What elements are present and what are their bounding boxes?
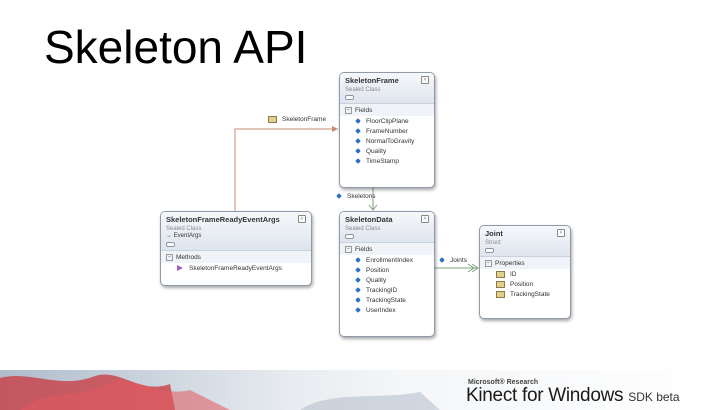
- field-icon: [355, 158, 361, 164]
- slide-title: Skeleton API: [44, 21, 308, 73]
- minus-icon[interactable]: −: [166, 254, 173, 261]
- field-icon: [355, 297, 361, 303]
- properties-section[interactable]: −Properties: [480, 256, 570, 270]
- methods-section[interactable]: −Methods: [161, 250, 311, 264]
- brand-logo: Kinect for Windows SDK beta: [466, 385, 680, 406]
- class-kind: Sealed Class: [166, 226, 202, 232]
- collapse-icon[interactable]: ˄: [421, 76, 429, 84]
- expander-icon[interactable]: [485, 248, 494, 253]
- field-icon: [355, 138, 361, 144]
- class-box-skeletonframereadyeventargs[interactable]: SkeletonFrameReadyEventArgs Sealed Class…: [160, 211, 312, 286]
- field-item: TrackingID: [340, 285, 434, 295]
- field-icon: [355, 128, 361, 134]
- brand-small-text: Microsoft® Research: [468, 379, 539, 386]
- connector-label-skeletons: Skeletons: [336, 193, 376, 200]
- property-item: Position: [480, 279, 570, 289]
- collapse-icon[interactable]: ˄: [298, 215, 306, 223]
- class-box-skeletondata[interactable]: SkeletonData Sealed Class ˄ −Fields Enro…: [339, 211, 435, 337]
- class-header: SkeletonData Sealed Class ˄: [340, 212, 434, 242]
- class-header: SkeletonFrameReadyEventArgs Sealed Class…: [161, 212, 311, 250]
- class-name: SkeletonFrame: [345, 76, 399, 85]
- property-icon: [496, 291, 505, 299]
- method-icon: [177, 265, 183, 271]
- field-icon: [355, 118, 361, 124]
- field-icon: [439, 257, 445, 264]
- field-item: UserIndex: [340, 305, 434, 315]
- method-item: SkeletonFrameReadyEventArgs: [161, 263, 311, 273]
- fields-section[interactable]: −Fields: [340, 103, 434, 117]
- skeletonframe-association-line: [234, 128, 338, 211]
- class-kind: Sealed Class: [345, 87, 381, 93]
- expander-icon[interactable]: [345, 95, 354, 100]
- field-item: FrameNumber: [340, 126, 434, 136]
- skeletonframe-arrowhead: [332, 126, 338, 132]
- property-item: ID: [480, 269, 570, 279]
- property-icon: [496, 270, 505, 278]
- field-item: Quality: [340, 146, 434, 156]
- field-icon: [355, 267, 361, 273]
- property-item: TrackingState: [480, 290, 570, 300]
- base-class: → EventArgs: [166, 233, 202, 239]
- class-header: SkeletonFrame Sealed Class ˄: [340, 73, 434, 103]
- class-name: SkeletonData: [345, 215, 393, 224]
- class-kind: Struct: [485, 240, 501, 246]
- connector-label-skeletonframe: SkeletonFrame: [268, 116, 326, 123]
- minus-icon[interactable]: −: [345, 246, 352, 253]
- field-icon: [336, 193, 342, 200]
- footer-banner: [0, 370, 728, 410]
- joints-arrowhead-2: [467, 263, 475, 273]
- connector-label-joints: Joints: [439, 257, 467, 264]
- field-icon: [355, 277, 361, 283]
- field-item: Quality: [340, 275, 434, 285]
- field-item: NormalToGravity: [340, 136, 434, 146]
- field-icon: [355, 307, 361, 313]
- fields-section[interactable]: −Fields: [340, 242, 434, 256]
- field-item: EnrollmentIndex: [340, 255, 434, 265]
- minus-icon[interactable]: −: [485, 260, 492, 267]
- field-icon: [355, 257, 361, 263]
- class-box-skeletonframe[interactable]: SkeletonFrame Sealed Class ˄ −Fields Flo…: [339, 72, 435, 188]
- property-icon: [496, 280, 505, 288]
- class-kind: Sealed Class: [345, 226, 381, 232]
- footer-splash-graphic: [0, 374, 440, 410]
- joints-arrowhead: [471, 263, 479, 273]
- collapse-icon[interactable]: ˄: [557, 229, 565, 237]
- skeletons-arrowhead: [368, 204, 378, 211]
- minus-icon[interactable]: −: [345, 107, 352, 114]
- field-icon: [355, 287, 361, 293]
- expander-icon[interactable]: [166, 242, 175, 247]
- class-name: SkeletonFrameReadyEventArgs: [166, 215, 280, 224]
- property-icon: [268, 116, 277, 123]
- field-icon: [355, 148, 361, 154]
- collapse-icon[interactable]: ˄: [421, 215, 429, 223]
- class-name: Joint: [485, 229, 503, 238]
- field-item: TrackingState: [340, 295, 434, 305]
- class-header: Joint Struct ˄: [480, 226, 570, 256]
- expander-icon[interactable]: [345, 234, 354, 239]
- field-item: Position: [340, 265, 434, 275]
- class-box-joint[interactable]: Joint Struct ˄ −Properties ID Position T…: [479, 225, 571, 319]
- field-item: TimeStamp: [340, 156, 434, 166]
- field-item: FloorClipPlane: [340, 116, 434, 126]
